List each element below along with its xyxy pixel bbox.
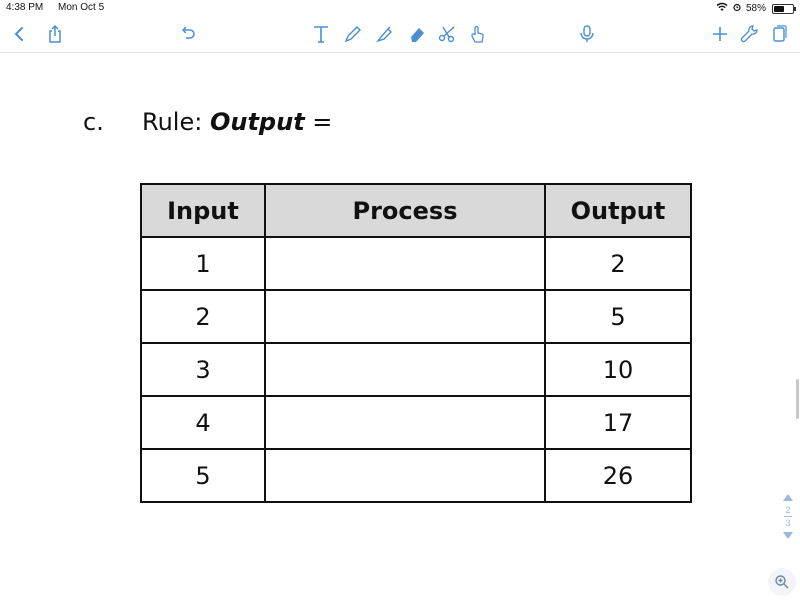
- share-icon[interactable]: [43, 22, 67, 46]
- cell-input: 1: [140, 236, 266, 291]
- microphone-icon[interactable]: [575, 22, 599, 46]
- status-bar: 4:38 PM Mon Oct 5 58%: [0, 0, 800, 16]
- input-output-table: Input Process Output 1 2 2 5 3 10 4: [140, 183, 692, 503]
- rule-statement: Rule: Output =: [142, 108, 332, 136]
- status-date: Mon Oct 5: [58, 2, 105, 13]
- header-output: Output: [544, 183, 692, 238]
- cell-process[interactable]: [264, 236, 546, 291]
- page-up-icon[interactable]: [783, 494, 793, 501]
- cell-input: 2: [140, 289, 266, 344]
- current-page: 2: [785, 505, 791, 515]
- cell-output: 17: [544, 395, 692, 450]
- scissors-icon[interactable]: [435, 22, 459, 46]
- hand-touch-icon[interactable]: [465, 22, 489, 46]
- battery-percent: 58%: [745, 3, 766, 14]
- header-input: Input: [140, 183, 266, 238]
- text-tool-icon[interactable]: [309, 22, 333, 46]
- back-icon[interactable]: [8, 22, 32, 46]
- cell-input: 4: [140, 395, 266, 450]
- total-pages: 3: [785, 518, 791, 528]
- table-row: 3 10: [140, 342, 692, 397]
- page-down-icon[interactable]: [783, 532, 793, 539]
- pages-icon[interactable]: [767, 22, 791, 46]
- cell-input: 5: [140, 448, 266, 503]
- highlighter-icon[interactable]: [373, 22, 397, 46]
- add-icon[interactable]: [708, 22, 732, 46]
- cell-process[interactable]: [264, 448, 546, 503]
- wifi-icon: [716, 2, 728, 15]
- page-indicator[interactable]: 2 3: [780, 494, 796, 548]
- zoom-icon[interactable]: [768, 568, 796, 596]
- cell-process[interactable]: [264, 395, 546, 450]
- cell-process[interactable]: [264, 289, 546, 344]
- header-process: Process: [264, 183, 546, 238]
- battery-icon: [772, 3, 796, 14]
- document-page: c. Rule: Output = Input Process Output 1…: [0, 53, 800, 600]
- cell-output: 26: [544, 448, 692, 503]
- table-row: 5 26: [140, 448, 692, 503]
- scrollbar-thumb[interactable]: [796, 379, 799, 419]
- rule-prefix: Rule:: [142, 108, 210, 136]
- wrench-icon[interactable]: [737, 22, 761, 46]
- status-time: 4:38 PM: [6, 2, 44, 13]
- table-row: 2 5: [140, 289, 692, 344]
- cell-process[interactable]: [264, 342, 546, 397]
- alarm-icon: [732, 2, 742, 15]
- cell-output: 2: [544, 236, 692, 291]
- table-row: 4 17: [140, 395, 692, 450]
- toolbar: [0, 16, 800, 53]
- eraser-icon[interactable]: [405, 22, 429, 46]
- undo-icon[interactable]: [176, 22, 200, 46]
- rule-suffix: =: [304, 108, 333, 136]
- question-label: c.: [83, 108, 104, 136]
- cell-output: 10: [544, 342, 692, 397]
- cell-input: 3: [140, 342, 266, 397]
- table-row: 1 2: [140, 236, 692, 291]
- rule-bold-word: Output: [209, 108, 305, 136]
- pen-icon[interactable]: [341, 22, 365, 46]
- cell-output: 5: [544, 289, 692, 344]
